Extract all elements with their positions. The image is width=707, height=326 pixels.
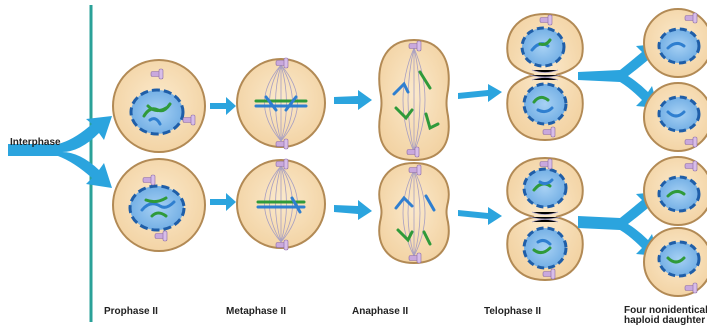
telophase-ii-cell-top: [507, 14, 582, 140]
stage-label-prophase-ii: Prophase II: [104, 306, 158, 317]
stage-label-anaphase-ii: Anaphase II: [352, 306, 408, 317]
stage-label-daughter-line-2: haploid daughter: [624, 315, 705, 326]
interphase-arrow: [8, 116, 112, 188]
prophase-ii-cell-bottom: [113, 159, 205, 251]
daughter-cell-3: [644, 157, 707, 225]
daughter-cell-2: [644, 83, 707, 151]
arrow-meta-ana-bottom: [334, 200, 372, 220]
telophase-ii-cell-bottom: [507, 158, 582, 280]
metaphase-ii-cell-top: [237, 58, 325, 149]
arrow-pro-meta-top: [210, 97, 236, 115]
stage-label-metaphase-ii: Metaphase II: [226, 306, 286, 317]
anaphase-ii-cell-bottom: [379, 163, 449, 263]
arrow-meta-ana-top: [334, 90, 372, 110]
arrow-ana-telo-top: [458, 84, 502, 102]
daughter-cell-4: [644, 228, 707, 296]
stage-label-telophase-ii: Telophase II: [484, 306, 541, 317]
arrow-pro-meta-bottom: [210, 193, 236, 211]
arrow-ana-telo-bottom: [458, 207, 502, 225]
metaphase-ii-cell-bottom: [237, 159, 325, 250]
prophase-ii-cell-top: [113, 60, 205, 152]
daughter-cell-1: [644, 9, 707, 77]
interphase-label: Interphase: [10, 137, 61, 148]
anaphase-ii-cell-top: [379, 40, 449, 160]
